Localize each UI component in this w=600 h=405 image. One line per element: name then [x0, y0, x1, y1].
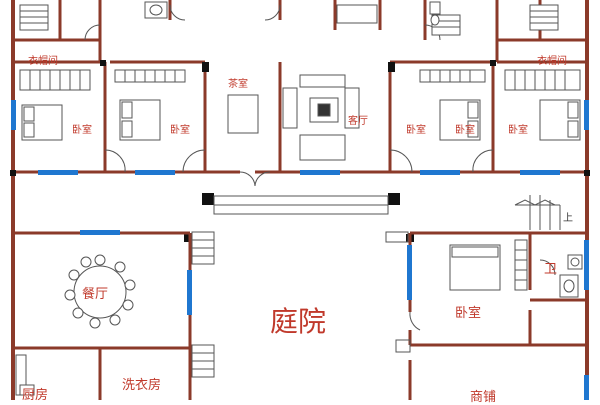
outer-walls — [11, 0, 589, 400]
room-label-bedroom-4: 卧室 — [455, 125, 475, 136]
windows-top-row — [11, 100, 589, 175]
room-label-kitchen: 厨房 — [22, 388, 49, 403]
stair-up-label: 上 — [563, 213, 573, 224]
room-label-bedroom-2: 卧室 — [170, 125, 190, 136]
room-label-cloakroom-right: 衣帽间 — [537, 56, 567, 67]
room-label-bedroom-1: 卧室 — [72, 125, 92, 136]
corridor-steps — [213, 195, 389, 215]
wardrobes — [19, 4, 581, 91]
side-steps-left — [191, 231, 215, 378]
dining-table — [64, 254, 136, 329]
room-label-tea-room: 茶室 — [228, 79, 248, 90]
room-label-laundry: 洗衣房 — [122, 378, 162, 393]
beds — [21, 99, 581, 291]
stairs-right — [514, 195, 561, 230]
windows-lower-left — [80, 230, 192, 315]
room-label-bedroom-5: 卧室 — [508, 125, 528, 136]
room-label-toilet: 卫 — [544, 262, 558, 277]
room-label-bedroom-3: 卧室 — [406, 125, 426, 136]
bath-fixtures — [144, 1, 441, 26]
room-label-cloakroom-left: 衣帽间 — [28, 56, 58, 67]
room-label-bedroom-big: 卧室 — [455, 306, 482, 321]
lower-right-walls — [408, 231, 587, 400]
toilet-fixtures — [559, 254, 583, 298]
pillars — [10, 60, 590, 242]
bedroom-wardrobe — [514, 239, 528, 291]
room-label-courtyard: 庭院 — [270, 305, 327, 338]
room-label-dining: 餐厅 — [82, 287, 109, 302]
room-label-living-room: 客厅 — [348, 116, 368, 127]
room-label-shop: 商铺 — [470, 390, 497, 405]
kitchen-fixtures — [15, 354, 35, 396]
windows-lower-right — [407, 240, 589, 400]
side-steps-right — [385, 231, 411, 353]
tea-table — [227, 94, 259, 134]
